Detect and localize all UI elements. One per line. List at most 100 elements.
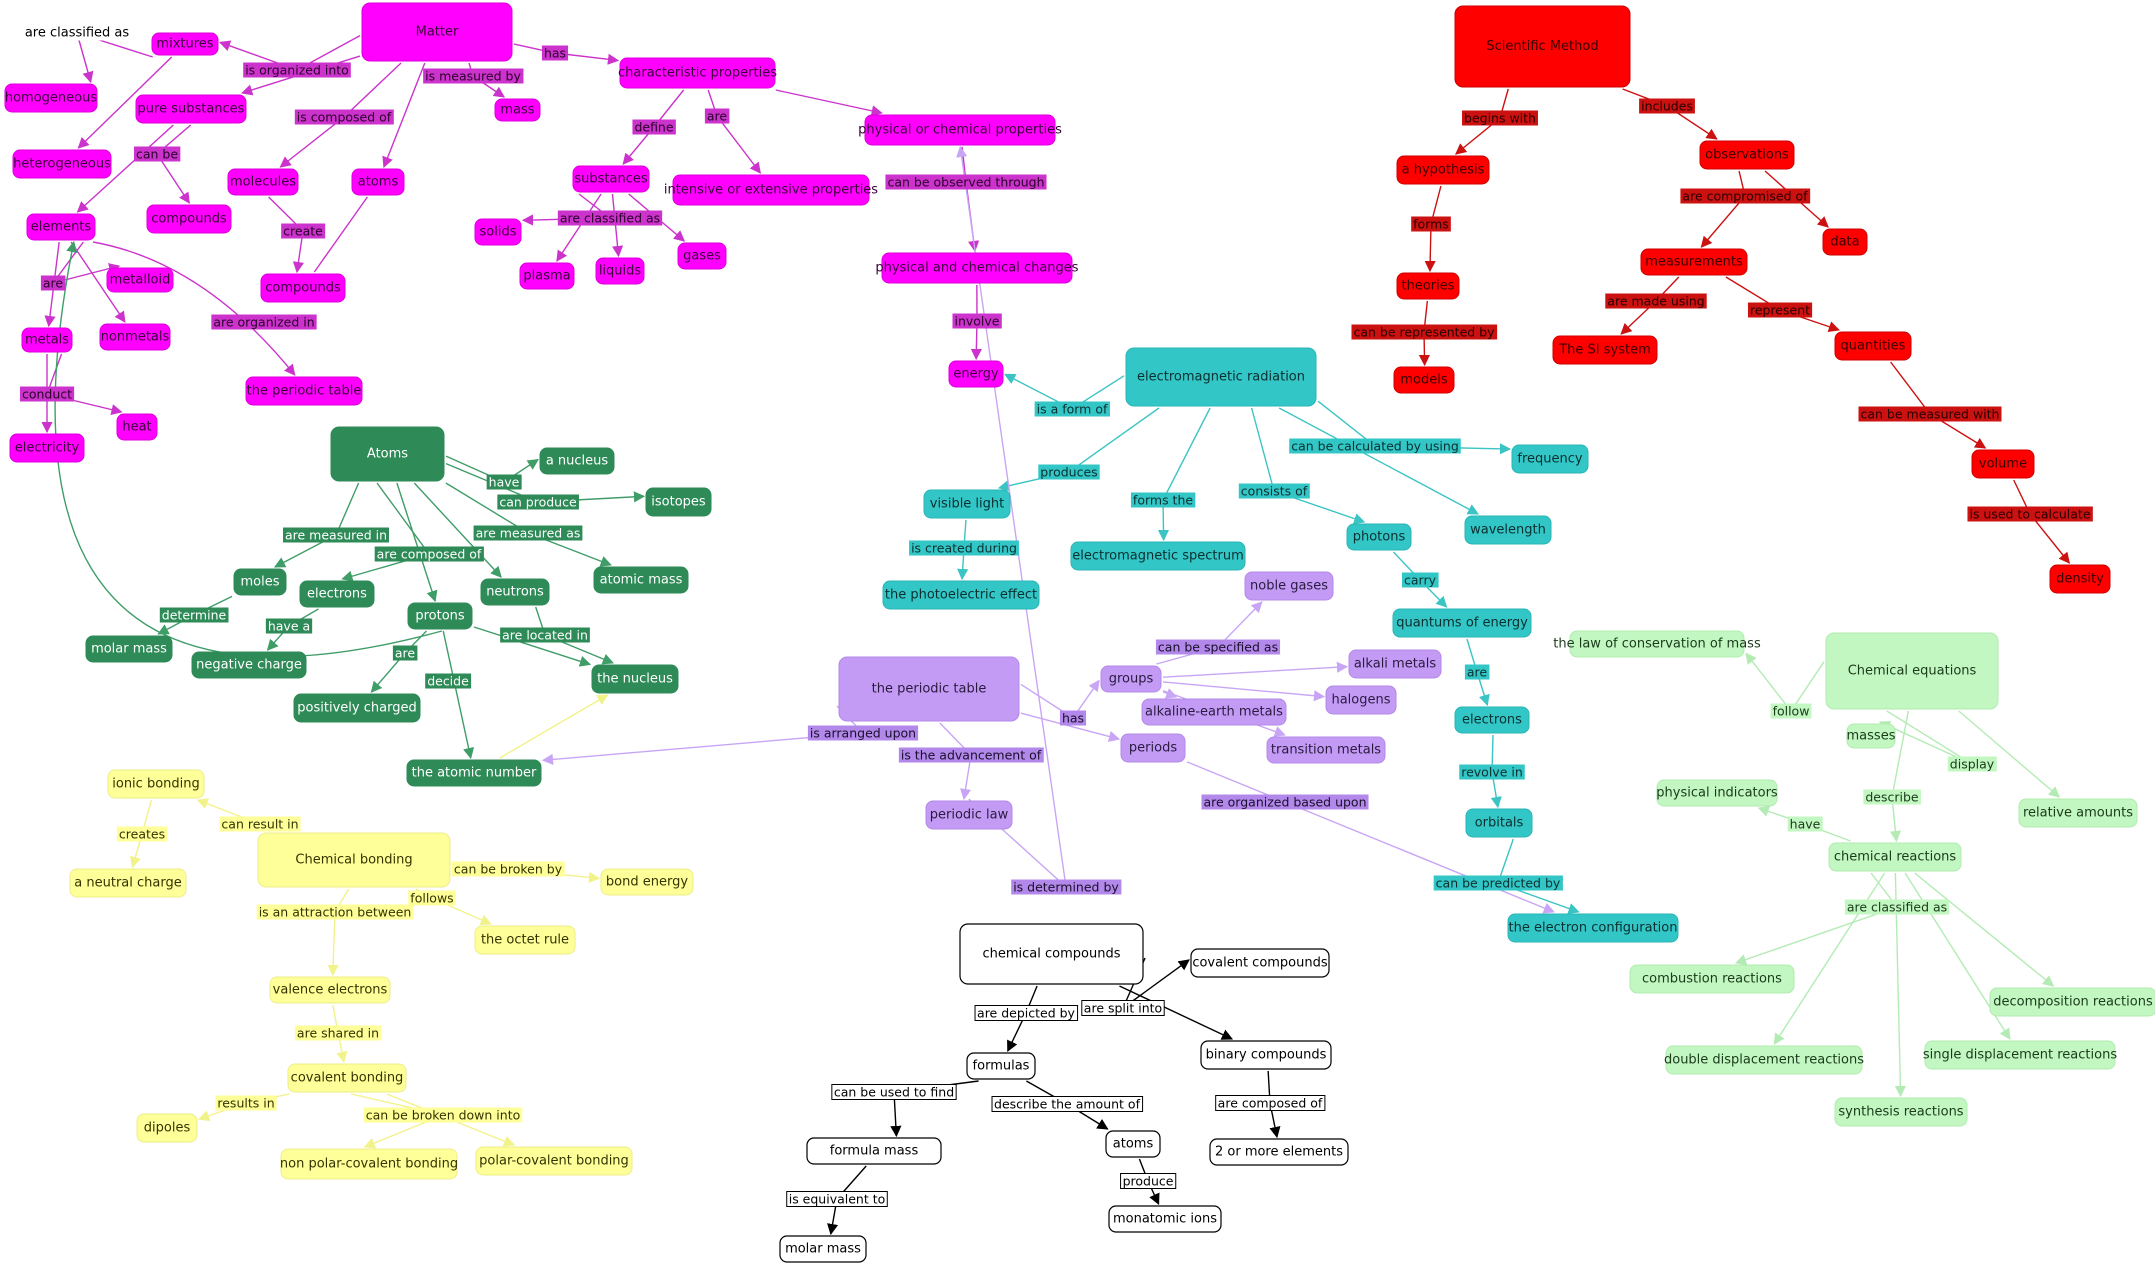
edge-label[interactable]: can be used to find xyxy=(831,1084,957,1100)
concept-node-molecules[interactable]: molecules xyxy=(227,168,299,196)
concept-node-formulas[interactable]: formulas xyxy=(966,1052,1036,1080)
concept-node-bincomp[interactable]: binary compounds xyxy=(1200,1040,1332,1070)
concept-node-atoms_m[interactable]: atoms xyxy=(351,168,405,196)
concept-node-pcchanges[interactable]: physical and chemical changes xyxy=(875,252,1079,284)
concept-node-electrons_g[interactable]: electrons xyxy=(299,580,375,608)
edge-label[interactable]: determine xyxy=(159,607,229,623)
concept-node-observations[interactable]: observations xyxy=(1699,140,1795,170)
edge-label[interactable]: is arranged upon xyxy=(807,725,919,741)
edge-label[interactable]: produce xyxy=(1120,1173,1177,1189)
concept-node-wavelength[interactable]: wavelength xyxy=(1464,515,1552,545)
concept-node-liquids[interactable]: liquids xyxy=(595,257,645,285)
concept-node-compounds1[interactable]: compounds xyxy=(146,204,232,234)
concept-node-homogeneous[interactable]: homogeneous xyxy=(4,83,98,113)
concept-node-electrons_t[interactable]: electrons xyxy=(1454,706,1530,734)
concept-node-emspectrum[interactable]: electromagnetic spectrum xyxy=(1070,541,1246,571)
concept-node-elements[interactable]: elements xyxy=(26,213,96,241)
concept-node-noble[interactable]: noble gases xyxy=(1244,571,1334,601)
concept-node-hypothesis[interactable]: a hypothesis xyxy=(1396,155,1490,185)
concept-node-econfig[interactable]: the electron configuration xyxy=(1507,913,1679,943)
concept-node-atoms[interactable]: Atoms xyxy=(330,426,445,482)
concept-node-decomposition[interactable]: decomposition reactions xyxy=(1989,987,2155,1017)
edge-label[interactable]: creates xyxy=(116,826,168,842)
edge-label[interactable]: follows xyxy=(408,890,456,906)
edge-label[interactable]: can be specified as xyxy=(1155,639,1281,655)
concept-node-visible[interactable]: visible light xyxy=(923,489,1011,519)
concept-node-atomicnum[interactable]: the atomic number xyxy=(406,759,542,787)
edge-label[interactable]: describe the amount of xyxy=(991,1096,1144,1112)
concept-node-conservation[interactable]: the law of conservation of mass xyxy=(1553,630,1761,658)
concept-node-monatomic[interactable]: monatomic ions xyxy=(1108,1205,1222,1233)
concept-node-poscharged[interactable]: positively charged xyxy=(293,693,421,723)
edge-label[interactable]: can be xyxy=(133,146,181,162)
concept-node-heat[interactable]: heat xyxy=(116,413,158,441)
edge-label[interactable]: can be broken down into xyxy=(363,1107,523,1123)
edge-label[interactable]: are organized in xyxy=(211,314,317,330)
edge-label[interactable]: has xyxy=(1059,710,1087,726)
edge-label[interactable]: involve xyxy=(952,313,1002,329)
concept-node-orbitals[interactable]: orbitals xyxy=(1465,808,1533,838)
concept-node-synthesis[interactable]: synthesis reactions xyxy=(1834,1097,1968,1127)
concept-node-frequency[interactable]: frequency xyxy=(1511,444,1589,474)
concept-node-protons[interactable]: protons xyxy=(407,602,473,630)
edge-label[interactable]: is composed of xyxy=(294,109,394,125)
concept-node-metalloid[interactable]: metalloid xyxy=(106,267,174,293)
edge-label[interactable]: can be represented by xyxy=(1351,324,1498,340)
concept-node-metals[interactable]: metals xyxy=(21,327,73,353)
edge-label[interactable]: are xyxy=(40,275,66,291)
edge-label[interactable]: can be predicted by xyxy=(1433,875,1563,891)
edge-label[interactable]: are measured as xyxy=(473,525,583,541)
edge-label[interactable]: are split into xyxy=(1081,1000,1165,1016)
concept-node-electricity[interactable]: electricity xyxy=(9,433,85,463)
concept-node-sci[interactable]: Scientific Method xyxy=(1454,5,1631,88)
concept-node-substances[interactable]: substances xyxy=(572,165,650,193)
edge-label[interactable]: consists of xyxy=(1238,483,1310,499)
concept-node-pure[interactable]: pure substances xyxy=(135,94,247,124)
concept-node-pcprop[interactable]: physical or chemical properties xyxy=(858,114,1062,146)
edge-label[interactable]: are compromised of xyxy=(1680,188,1811,204)
concept-node-molarmass_w[interactable]: molar mass xyxy=(779,1235,867,1263)
edge-label[interactable]: represent xyxy=(1747,302,1813,318)
concept-node-transition[interactable]: transition metals xyxy=(1266,736,1386,764)
edge-label[interactable]: are shared in xyxy=(294,1025,382,1041)
concept-node-neutrons[interactable]: neutrons xyxy=(480,578,550,606)
edge-label[interactable]: carry xyxy=(1402,572,1439,588)
concept-node-data[interactable]: data xyxy=(1822,228,1868,256)
concept-node-ptable[interactable]: the periodic table xyxy=(838,656,1020,722)
edge-label[interactable]: have xyxy=(486,474,522,490)
edge-label[interactable]: have a xyxy=(265,618,313,634)
concept-node-groups[interactable]: groups xyxy=(1100,665,1162,693)
concept-node-negcharge[interactable]: negative charge xyxy=(191,651,307,679)
concept-node-relamounts[interactable]: relative amounts xyxy=(2018,798,2138,828)
edge-label[interactable]: are measured in xyxy=(282,527,390,543)
concept-node-thenucleus[interactable]: the nucleus xyxy=(591,664,679,694)
concept-node-masses[interactable]: masses xyxy=(1846,723,1896,749)
concept-node-moles[interactable]: moles xyxy=(233,568,287,596)
concept-node-measurements[interactable]: measurements xyxy=(1640,248,1748,276)
edge-label[interactable]: have xyxy=(1787,816,1823,832)
edge-label[interactable]: is a form of xyxy=(1034,401,1110,417)
concept-node-chembond[interactable]: Chemical bonding xyxy=(257,832,451,888)
concept-node-energy[interactable]: energy xyxy=(948,360,1004,388)
edge-label[interactable]: follow xyxy=(1770,703,1812,719)
edge-label[interactable]: produces xyxy=(1038,464,1100,480)
edge-label[interactable]: has xyxy=(541,45,569,61)
concept-node-nonmetals[interactable]: nonmetals xyxy=(99,323,171,351)
edge-label[interactable]: is the advancement of xyxy=(898,747,1044,763)
edge-label[interactable]: are xyxy=(392,645,418,661)
edge-label[interactable]: are located in xyxy=(500,627,590,643)
edge-label[interactable]: is determined by xyxy=(1011,879,1122,895)
edge-label[interactable]: define xyxy=(632,119,676,135)
edge-label[interactable]: are classified as xyxy=(557,210,663,226)
edge-label[interactable]: display xyxy=(1947,756,1997,772)
edge-label[interactable]: are xyxy=(704,108,730,124)
concept-node-plasma[interactable]: plasma xyxy=(519,262,575,290)
edge-label[interactable]: can be measured with xyxy=(1858,406,2002,422)
edge-label[interactable]: is an attraction between xyxy=(256,904,414,920)
edge-label[interactable]: conduct xyxy=(19,386,75,402)
concept-node-neutral[interactable]: a neutral charge xyxy=(69,868,187,898)
edge-label[interactable]: forms the xyxy=(1130,492,1196,508)
concept-node-gases[interactable]: gases xyxy=(677,242,727,270)
concept-node-combustion[interactable]: combustion reactions xyxy=(1629,964,1795,994)
concept-node-bondenergy[interactable]: bond energy xyxy=(600,868,694,896)
